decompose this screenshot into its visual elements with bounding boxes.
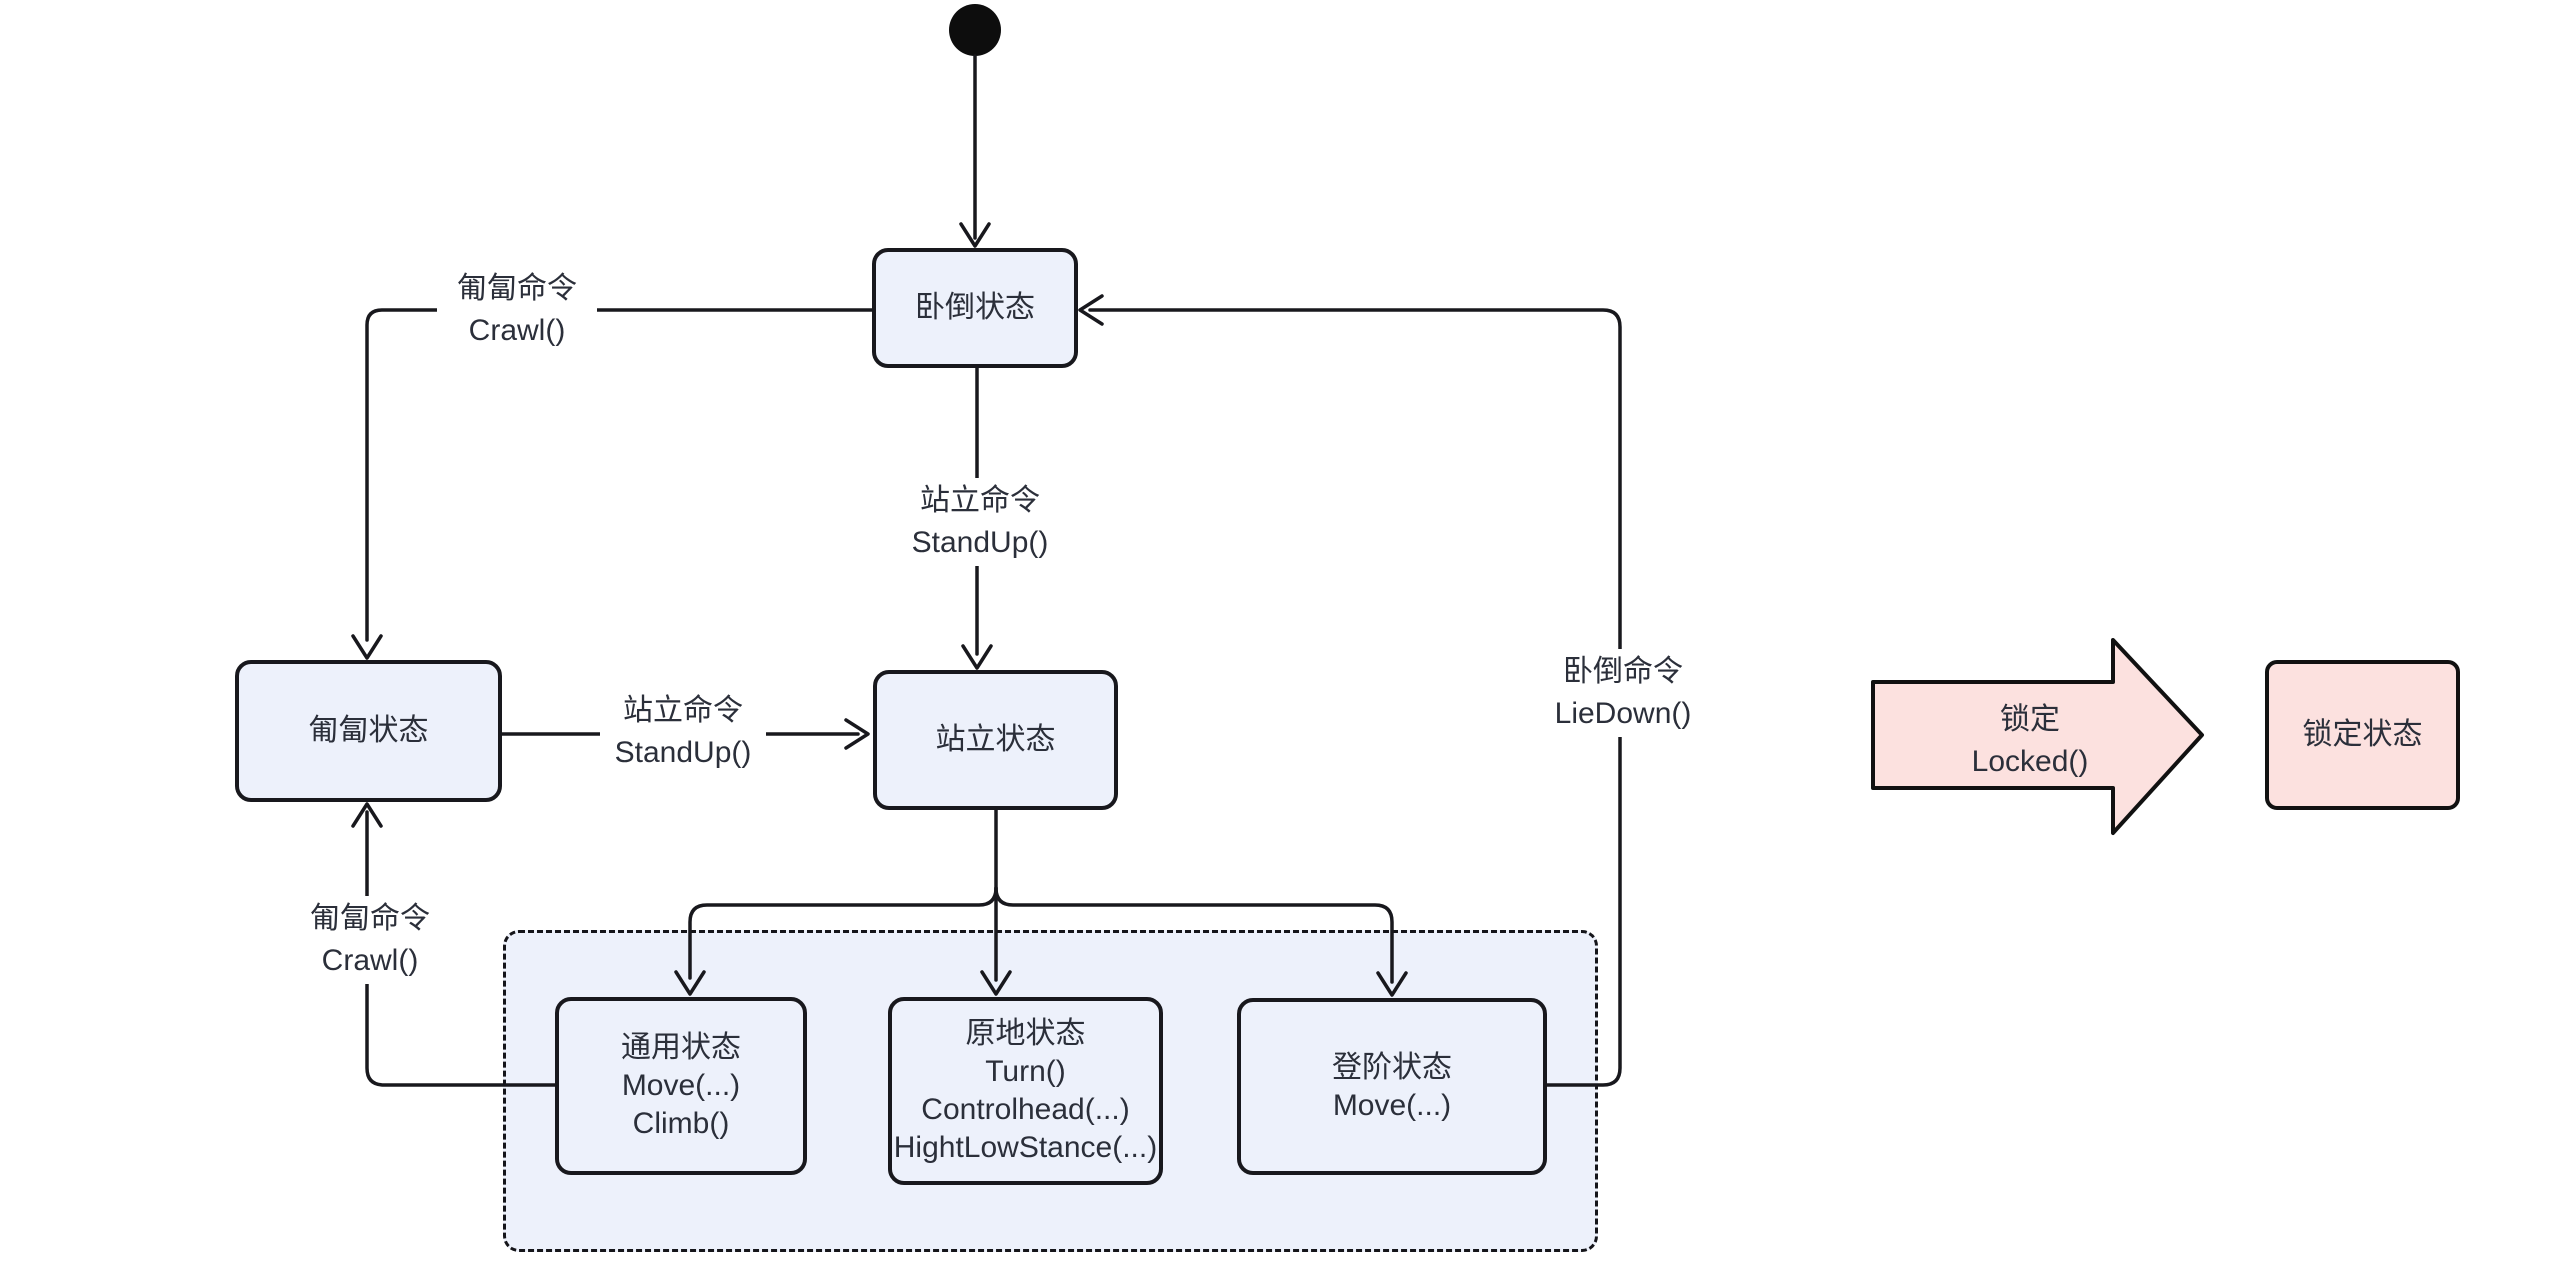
edge-stair-to-liedown-arrowhead bbox=[1078, 294, 1104, 326]
edge-initial-to-liedown-arrowhead bbox=[959, 222, 991, 248]
state-label: 站立状态 bbox=[935, 723, 1056, 756]
edge-liedown-to-crawl bbox=[365, 308, 874, 642]
edge-general-to-crawl-arrowhead bbox=[351, 802, 383, 828]
edge-liedown-to-crawl-arrowhead bbox=[351, 634, 383, 660]
edge-label-crawl-from-liedown: 匍匐命令 Crawl() bbox=[437, 266, 597, 354]
state-label: 卧倒状态 bbox=[915, 291, 1035, 324]
state-box-general[interactable]: 通用状态 Move(...) Climb() bbox=[555, 997, 807, 1175]
state-line: HightLowStance(...) bbox=[893, 1131, 1158, 1164]
edge-label-line: 站立命令 bbox=[920, 484, 1040, 517]
edge-label-line: 锁定 bbox=[2000, 703, 2060, 736]
state-line: 原地状态 bbox=[965, 1017, 1086, 1050]
state-line: 通用状态 bbox=[621, 1031, 741, 1064]
state-line: Controlhead(...) bbox=[921, 1093, 1130, 1126]
state-label: 锁定状态 bbox=[2302, 718, 2423, 751]
state-line: Turn() bbox=[985, 1055, 1066, 1088]
state-line: Climb() bbox=[632, 1107, 730, 1140]
edge-label-line: LieDown() bbox=[1554, 697, 1692, 730]
initial-state-dot bbox=[949, 4, 1001, 56]
state-line: Move(...) bbox=[1332, 1088, 1452, 1122]
edge-label-line: Locked() bbox=[1971, 745, 2089, 778]
edge-liedown-to-stand-arrowhead bbox=[961, 644, 993, 670]
state-box-stand[interactable]: 站立状态 bbox=[873, 670, 1118, 810]
edge-label-line: 站立命令 bbox=[623, 694, 743, 727]
state-box-locked[interactable]: 锁定状态 bbox=[2265, 660, 2460, 810]
state-line: Move(...) bbox=[621, 1069, 741, 1102]
edge-label-standup-from-liedown: 站立命令 StandUp() bbox=[895, 478, 1065, 566]
edge-label-crawl-from-general: 匍匐命令 Crawl() bbox=[290, 896, 450, 984]
edge-label-line: StandUp() bbox=[911, 526, 1049, 559]
state-box-liedown[interactable]: 卧倒状态 bbox=[872, 248, 1078, 368]
edge-label-line: Crawl() bbox=[468, 314, 566, 347]
state-box-stair[interactable]: 登阶状态 Move(...) bbox=[1237, 998, 1547, 1175]
locked-arrow-label: 锁定 Locked() bbox=[1945, 697, 2115, 785]
edge-label-line: 匍匐命令 bbox=[310, 902, 430, 935]
edge-label-line: 卧倒命令 bbox=[1563, 655, 1683, 688]
edge-label-line: Crawl() bbox=[321, 944, 419, 977]
state-box-in-place[interactable]: 原地状态 Turn() Controlhead(...) HightLowSta… bbox=[888, 997, 1163, 1185]
state-label: 匍匐状态 bbox=[308, 714, 429, 747]
state-line: 登阶状态 bbox=[1332, 1050, 1452, 1084]
edge-crawl-to-stand-arrowhead bbox=[844, 718, 870, 750]
edge-label-line: 匍匐命令 bbox=[457, 272, 577, 305]
edge-label-liedown-from-stair: 卧倒命令 LieDown() bbox=[1543, 649, 1703, 737]
edge-label-standup-from-crawl: 站立命令 StandUp() bbox=[600, 690, 766, 774]
state-box-crawl[interactable]: 匍匐状态 bbox=[235, 660, 502, 802]
edge-label-line: StandUp() bbox=[614, 736, 752, 769]
